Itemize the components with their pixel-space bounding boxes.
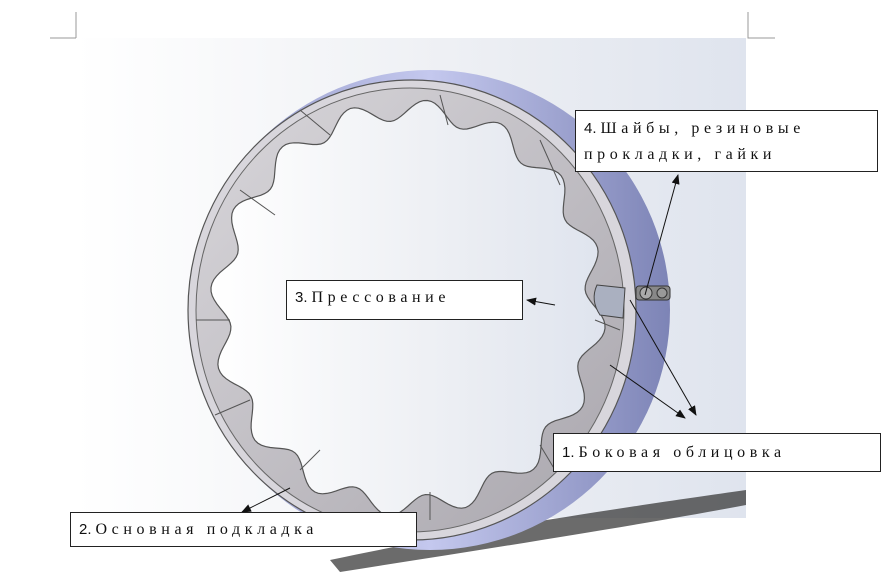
label-number: 1.	[562, 444, 575, 461]
label-text: Прессование	[311, 289, 451, 306]
label-number: 3.	[295, 289, 308, 306]
label-number: 2.	[79, 521, 92, 538]
label-text-line2: прокладки, гайки	[584, 146, 777, 163]
pressing-block	[593, 284, 626, 319]
label-side-lining: 1.Боковая облицовка	[553, 433, 881, 472]
ring-shadow	[330, 490, 746, 572]
crop-mark-top-right	[747, 12, 775, 39]
label-text: Боковая облицовка	[578, 444, 786, 461]
label-text: Основная подкладка	[95, 521, 318, 538]
callout-arrows	[241, 174, 697, 513]
label-main-lining: 2.Основная подкладка	[70, 512, 417, 547]
bolt-assembly-icon	[635, 285, 671, 301]
crop-mark-top-left	[50, 12, 77, 39]
label-text-line1: Шайбы, резиновые	[600, 120, 805, 137]
label-number: 4.	[584, 120, 597, 137]
label-washers-gaskets-nuts: 4.Шайбы, резиновые прокладки, гайки	[575, 110, 878, 172]
label-pressing: 3.Прессование	[286, 280, 523, 320]
lining-segment-lines	[196, 94, 621, 520]
